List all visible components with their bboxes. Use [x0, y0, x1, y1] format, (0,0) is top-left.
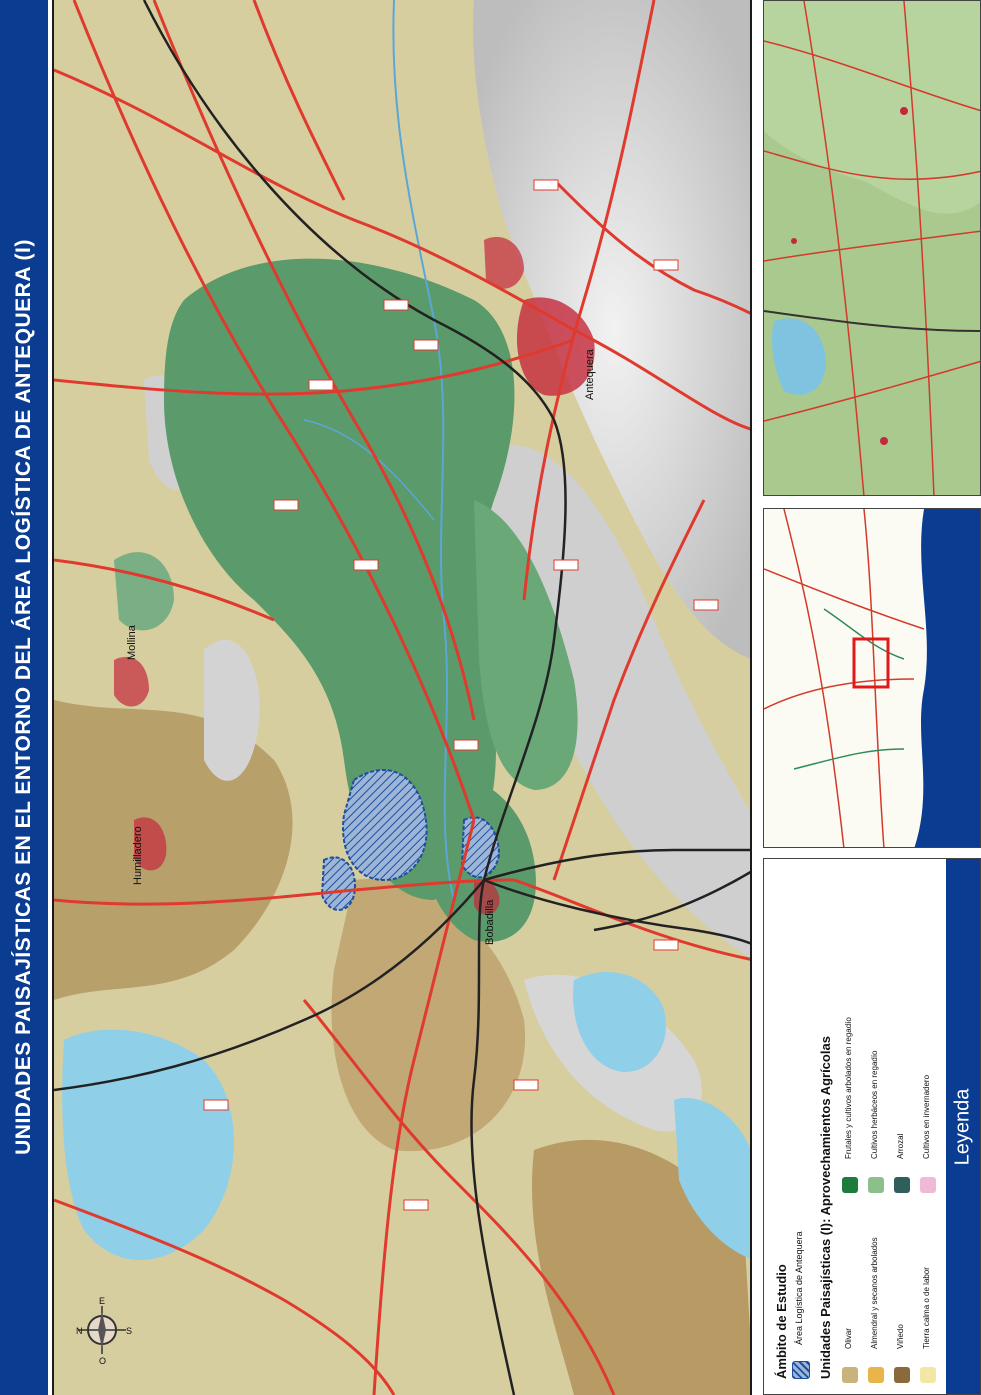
label-vinedo: Viñedo — [896, 1324, 905, 1349]
study-area-label: Área Logística de Antequera — [794, 1231, 804, 1345]
railways — [54, 0, 750, 1395]
relief-north — [473, 0, 750, 659]
swatch-arrozal — [894, 1177, 910, 1193]
swatch-herbaceos — [868, 1177, 884, 1193]
main-map[interactable]: N S E O Antequera Bobadilla Mollina Humi… — [52, 0, 752, 1395]
swatch-invernadero — [920, 1177, 936, 1193]
label-arrozal: Arrozal — [896, 1133, 905, 1159]
swatch-frutales — [842, 1177, 858, 1193]
title-bar: UNIDADES PAISAJÍSTICAS EN EL ENTORNO DEL… — [0, 0, 48, 1395]
compass-w: O — [99, 1356, 106, 1366]
map-canvas: N S E O — [54, 0, 750, 1395]
place-mollina: Mollina — [126, 625, 138, 660]
swatch-almendral — [868, 1367, 884, 1383]
place-bobadilla: Bobadilla — [484, 899, 496, 945]
label-frutales: Frutales y cultivos arbolados en regadío — [844, 1017, 853, 1159]
compass-s: S — [126, 1326, 132, 1336]
location-frame — [852, 637, 890, 689]
label-herbaceos: Cultivos herbáceos en regadío — [870, 1050, 879, 1159]
location-inset-map[interactable] — [763, 508, 981, 848]
swatch-olivar — [842, 1367, 858, 1383]
legend-title: Leyenda — [951, 1088, 974, 1165]
legend-header: Leyenda — [946, 859, 980, 1394]
map-title: UNIDADES PAISAJÍSTICAS EN EL ENTORNO DEL… — [12, 239, 35, 1155]
legend-section-1-title: Ámbito de Estudio — [774, 1264, 789, 1379]
place-humilladero: Humilladero — [132, 826, 144, 885]
study-area[interactable] — [342, 769, 428, 882]
study-area-swatch — [792, 1361, 810, 1379]
label-tierra-calma: Tierra calma o de labor — [922, 1267, 931, 1349]
compass-rose — [78, 1306, 126, 1354]
detail-inset-canvas — [764, 1, 980, 495]
lake — [62, 1029, 235, 1260]
place-antequera: Antequera — [584, 349, 596, 400]
label-olivar: Olivar — [844, 1328, 853, 1349]
label-invernadero: Cultivos en invernadero — [922, 1074, 931, 1159]
swatch-tierra-calma — [920, 1367, 936, 1383]
sea — [914, 509, 980, 847]
legend-body: Ámbito de Estudio Área Logística de Ante… — [764, 859, 948, 1394]
roads — [54, 0, 750, 1395]
location-inset-canvas — [764, 509, 980, 847]
detail-inset-map[interactable] — [763, 0, 981, 496]
compass-n: N — [76, 1326, 83, 1336]
legend-section-2-title: Unidades Paisajísticas (I): Aprovechamie… — [818, 1036, 833, 1379]
swatch-vinedo — [894, 1367, 910, 1383]
compass-e: E — [99, 1296, 105, 1306]
label-almendral: Almendral y secanos arbolados — [870, 1237, 879, 1349]
irrigated-area — [164, 258, 515, 900]
legend-panel: Leyenda Ámbito de Estudio Área Logística… — [763, 858, 981, 1395]
